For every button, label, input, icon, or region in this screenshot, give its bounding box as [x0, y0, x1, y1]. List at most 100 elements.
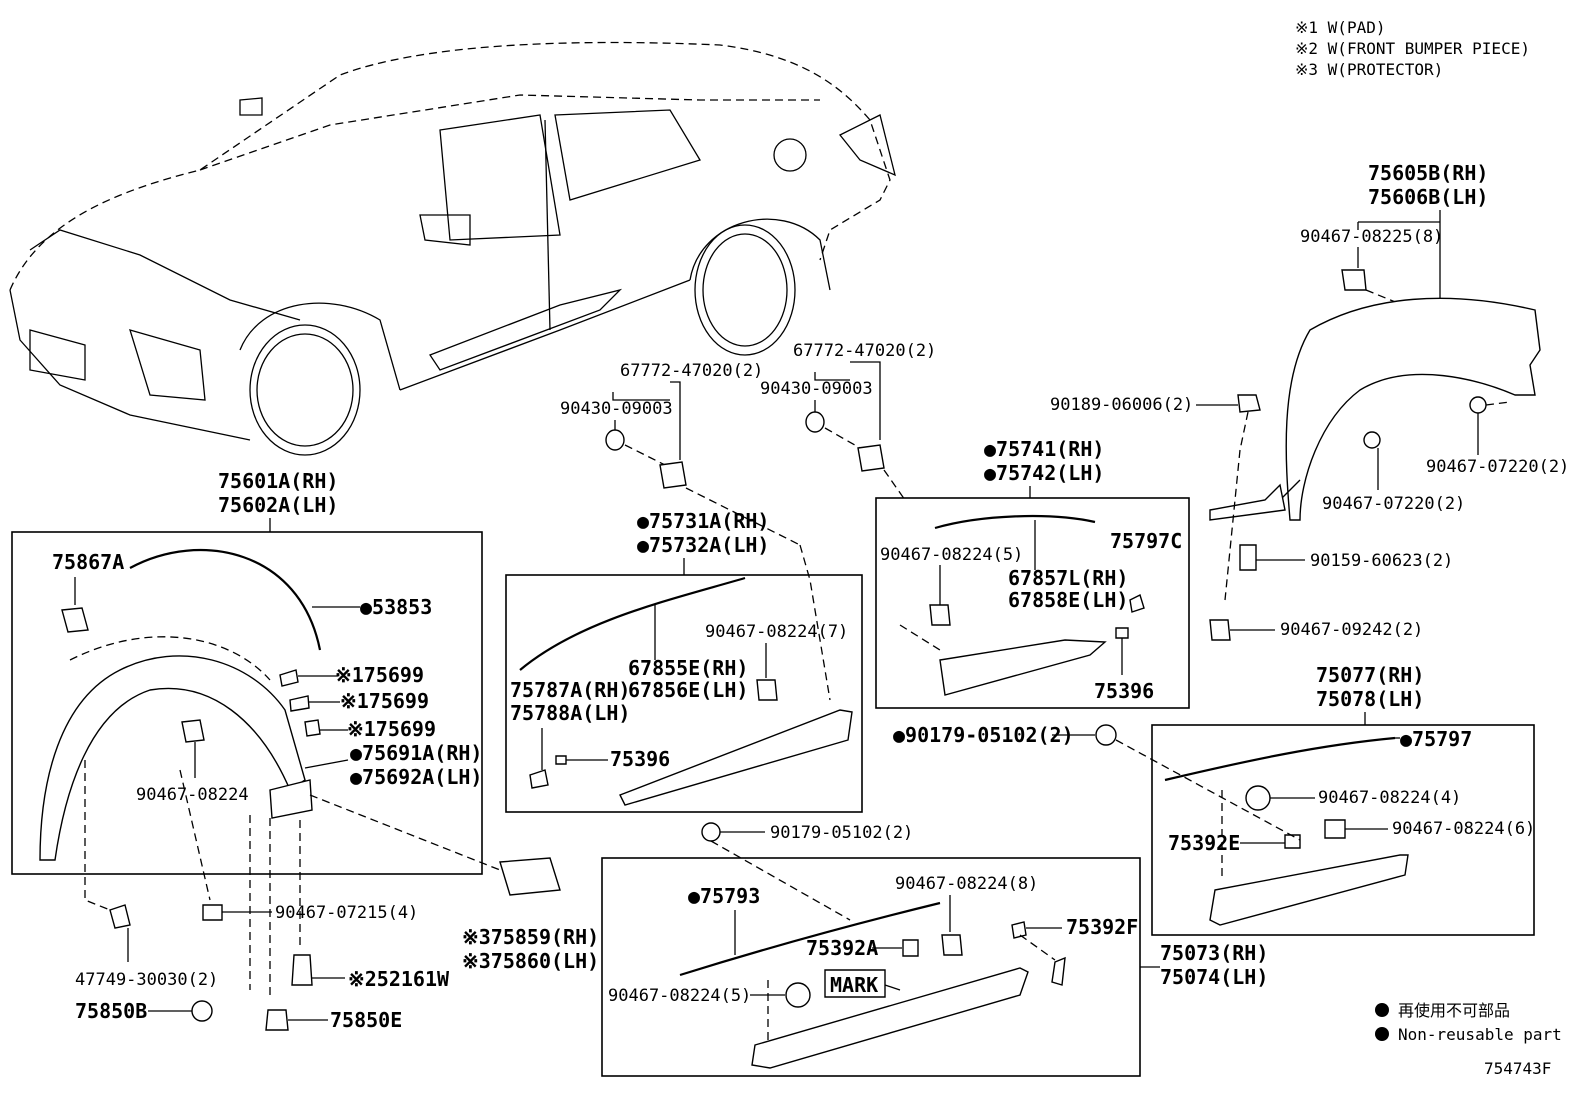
- label-75793: ●75793: [688, 884, 760, 908]
- label-47749: 47749-30030(2): [75, 970, 218, 990]
- label-75692a: ●75692A(LH): [350, 765, 482, 789]
- label-90179-05102-a: ●90179-05102(2): [893, 723, 1074, 747]
- retainer-icon: [659, 461, 687, 489]
- clip-icon: [1245, 785, 1271, 811]
- pad-icon: [1129, 594, 1145, 613]
- legend-en: Non-reusable part: [1398, 1025, 1562, 1044]
- label-67857l: 67857L(RH): [1008, 566, 1128, 590]
- clip-icon: [1324, 819, 1346, 839]
- clip-icon: [1209, 619, 1231, 641]
- label-75396-a: 75396: [1094, 679, 1154, 703]
- label-90467-07215: 90467-07215(4): [275, 903, 418, 923]
- clip-icon: [1115, 627, 1129, 639]
- screw-icon: [1363, 431, 1381, 449]
- label-75860: ※375860(LH): [462, 949, 599, 973]
- protector-part: [499, 857, 561, 896]
- clip-icon: [929, 604, 951, 626]
- clip-icon: [1095, 724, 1117, 746]
- label-75392f: 75392F: [1066, 915, 1138, 939]
- front-arch-molding: [39, 655, 306, 861]
- window-molding-front: [619, 709, 853, 806]
- label-75078: 75078(LH): [1316, 687, 1424, 711]
- label-75787a: 75787A(RH): [510, 678, 630, 702]
- retainer-icon: [857, 444, 885, 472]
- label-75699-a: ※175699: [335, 663, 424, 687]
- label-75742: ●75742(LH): [984, 461, 1104, 485]
- label-90179-05102-b: 90179-05102(2): [770, 823, 913, 843]
- clip-icon: [291, 954, 313, 986]
- clip-icon: [701, 822, 721, 842]
- bumper-piece: [269, 779, 313, 819]
- group-box-75731a: [505, 574, 863, 813]
- note-2: ※2 W(FRONT BUMPER PIECE): [1295, 39, 1530, 58]
- label-75396-b: 75396: [610, 747, 670, 771]
- mark-label: MARK: [830, 973, 878, 997]
- label-90467-08224-8: 90467-08224(8): [895, 874, 1038, 894]
- group-box-75741: [875, 497, 1190, 709]
- pad-icon: [279, 669, 299, 687]
- label-90467-07220-a: 90467-07220(2): [1426, 457, 1569, 477]
- clip-icon: [61, 607, 89, 633]
- label-75601a: 75601A(RH): [218, 469, 338, 493]
- screw-icon: [1469, 396, 1487, 414]
- nut-icon: [1237, 394, 1261, 413]
- figure-id: 754743F: [1484, 1059, 1551, 1078]
- label-90159-60623: 90159-60623(2): [1310, 551, 1453, 571]
- clip-icon: [181, 719, 205, 743]
- legend-dot: [1375, 1027, 1389, 1041]
- label-67772-a: 67772-47020(2): [620, 361, 763, 381]
- label-90467-08225: 90467-08225(8): [1300, 227, 1443, 247]
- label-67772-b: 67772-47020(2): [793, 341, 936, 361]
- clip-icon: [902, 939, 919, 957]
- label-67855e: 67855E(RH): [628, 656, 748, 680]
- rear-arch-molding: [1285, 297, 1541, 521]
- label-75392e: 75392E: [1168, 831, 1240, 855]
- label-75850b: 75850B: [75, 999, 147, 1023]
- label-53853: ●53853: [360, 595, 432, 619]
- label-75859: ※375859(RH): [462, 925, 599, 949]
- label-90467-07220-b: 90467-07220(2): [1322, 494, 1465, 514]
- bolt-icon: [1239, 544, 1257, 571]
- label-67856e: 67856E(LH): [628, 678, 748, 702]
- pad-icon: [1051, 956, 1066, 986]
- label-75741: ●75741(RH): [984, 437, 1104, 461]
- label-90430-b: 90430-09003: [760, 379, 873, 399]
- group-box-75077: [1151, 724, 1535, 936]
- label-75850e: 75850E: [330, 1008, 402, 1032]
- label-90189-06006: 90189-06006(2): [1050, 395, 1193, 415]
- legend-dot: [1375, 1003, 1389, 1017]
- clip-icon: [785, 982, 811, 1008]
- label-75074: 75074(LH): [1160, 965, 1268, 989]
- label-75797: ●75797: [1400, 727, 1472, 751]
- window-molding-rear: [939, 639, 1107, 696]
- clip-icon: [941, 934, 963, 956]
- group-box-75601a: [11, 531, 483, 875]
- label-75788a: 75788A(LH): [510, 701, 630, 725]
- label-90467-08224-5b: 90467-08224(5): [608, 986, 751, 1006]
- label-75867a: 75867A: [52, 550, 124, 574]
- label-90467-08224-7: 90467-08224(7): [705, 622, 848, 642]
- mudguard-bracket: [1209, 483, 1286, 521]
- pad-icon: [304, 719, 321, 737]
- label-90430-a: 90430-09003: [560, 399, 673, 419]
- label-75731a: ●75731A(RH): [637, 509, 769, 533]
- note-1: ※1 W(PAD): [1295, 18, 1385, 37]
- clip-icon: [191, 1000, 213, 1022]
- label-52161w: ※252161W: [348, 967, 450, 991]
- clip-icon: [1341, 269, 1367, 291]
- mark-box: [824, 969, 886, 998]
- label-90467-08224-4: 90467-08224(4): [1318, 788, 1461, 808]
- label-75077: 75077(RH): [1316, 663, 1424, 687]
- label-67858e: 67858E(LH): [1008, 588, 1128, 612]
- label-75797c: 75797C: [1110, 529, 1182, 553]
- note-3: ※3 W(PROTECTOR): [1295, 60, 1443, 79]
- label-75605b: 75605B(RH): [1368, 161, 1488, 185]
- clip-icon: [555, 755, 567, 765]
- pad-icon: [289, 695, 310, 712]
- label-75699-c: ※175699: [347, 717, 436, 741]
- label-75732a: ●75732A(LH): [637, 533, 769, 557]
- label-90467-08224: 90467-08224: [136, 785, 249, 805]
- washer-icon: [805, 411, 825, 433]
